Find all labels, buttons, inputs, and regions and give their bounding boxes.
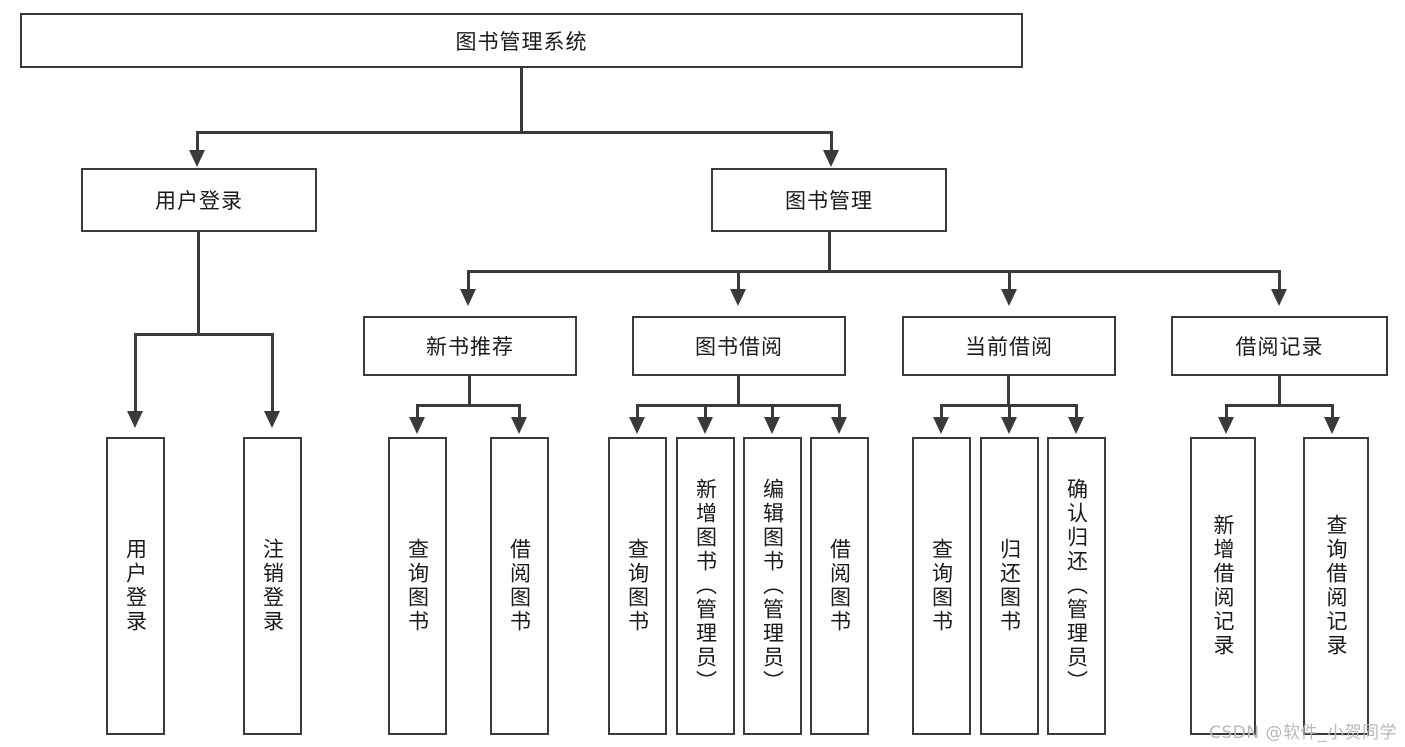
connector-to-new-book xyxy=(467,270,470,292)
arrow-new-book-leaf-1 xyxy=(409,417,425,434)
node-label: 图书管理系统 xyxy=(455,29,588,54)
node-label: 用户登录 xyxy=(123,538,148,634)
arrow-user-login-leaf-1 xyxy=(127,411,143,428)
leaf-book-borrow-4[interactable]: 借阅图书 xyxy=(810,437,869,735)
connector-user-login-drop-1 xyxy=(134,333,137,413)
connector-current-borrow-drop-2 xyxy=(1008,404,1011,419)
connector-book-borrow-drop-4 xyxy=(838,404,841,419)
connector-to-current-borrow xyxy=(1008,270,1011,292)
connector-user-login-stem xyxy=(197,232,200,335)
csdn-watermark: CSDN @软件_小贺同学 xyxy=(1209,723,1397,743)
connector-borrow-record-stem xyxy=(1278,376,1281,406)
leaf-book-borrow-3[interactable]: 编辑图书（管理员） xyxy=(743,437,802,735)
node-label: 查询图书 xyxy=(929,538,954,634)
connector-to-book-borrow xyxy=(737,270,740,292)
node-label: 图书借阅 xyxy=(695,335,783,359)
node-label: 查询图书 xyxy=(405,538,430,634)
connector-book-manage-stem xyxy=(828,232,831,272)
node-label: 新增借阅记录 xyxy=(1211,514,1236,658)
node-current-borrow[interactable]: 当前借阅 xyxy=(902,316,1116,376)
connector-current-borrow-stem xyxy=(1007,376,1010,406)
arrow-to-current-borrow xyxy=(1001,289,1017,306)
leaf-user-login-2[interactable]: 注销登录 xyxy=(243,437,302,735)
arrow-current-borrow-leaf-1 xyxy=(933,417,949,434)
node-label: 新书推荐 xyxy=(426,335,514,359)
arrow-to-borrow-record xyxy=(1271,289,1287,306)
connector-borrow-record-drop-1 xyxy=(1225,404,1228,419)
connector-current-borrow-drop-1 xyxy=(940,404,943,419)
node-label: 用户登录 xyxy=(155,189,243,213)
connector-new-book-drop-2 xyxy=(518,404,521,419)
arrow-borrow-record-leaf-2 xyxy=(1324,417,1340,434)
leaf-borrow-record-2[interactable]: 查询借阅记录 xyxy=(1303,437,1369,735)
connector-new-book-bus xyxy=(416,404,521,407)
arrow-to-user-login xyxy=(189,150,205,167)
leaf-book-borrow-2[interactable]: 新增图书（管理员） xyxy=(676,437,735,735)
connector-book-borrow-drop-1 xyxy=(636,404,639,419)
connector-root-stem xyxy=(520,68,523,133)
node-label: 确认归还（管理员） xyxy=(1064,478,1089,694)
node-label: 借阅记录 xyxy=(1235,335,1324,359)
connector-to-borrow-record xyxy=(1278,270,1281,292)
connector-to-user-login xyxy=(196,131,199,153)
leaf-current-borrow-3[interactable]: 确认归还（管理员） xyxy=(1047,437,1106,735)
node-user-login[interactable]: 用户登录 xyxy=(81,168,317,232)
arrow-book-borrow-leaf-1 xyxy=(629,417,645,434)
connector-book-borrow-stem xyxy=(737,376,740,406)
arrow-book-borrow-leaf-2 xyxy=(697,417,713,434)
arrow-new-book-leaf-2 xyxy=(511,417,527,434)
connector-current-borrow-drop-3 xyxy=(1075,404,1078,419)
arrow-book-borrow-leaf-3 xyxy=(764,417,780,434)
node-root-system[interactable]: 图书管理系统 xyxy=(20,13,1023,68)
connector-level2-bus xyxy=(196,131,833,134)
arrow-to-book-borrow xyxy=(730,289,746,306)
node-label: 借阅图书 xyxy=(507,538,532,634)
node-book-borrow[interactable]: 图书借阅 xyxy=(632,316,846,376)
node-label: 编辑图书（管理员） xyxy=(760,478,785,694)
leaf-user-login-1[interactable]: 用户登录 xyxy=(106,437,165,735)
node-borrow-record[interactable]: 借阅记录 xyxy=(1171,316,1388,376)
node-label: 查询借阅记录 xyxy=(1324,514,1349,658)
node-label: 归还图书 xyxy=(997,538,1022,634)
leaf-new-book-2[interactable]: 借阅图书 xyxy=(490,437,549,735)
connector-new-book-drop-1 xyxy=(416,404,419,419)
node-label: 注销登录 xyxy=(260,538,285,634)
arrow-current-borrow-leaf-2 xyxy=(1001,417,1017,434)
node-new-book-recommend[interactable]: 新书推荐 xyxy=(363,316,577,376)
arrow-borrow-record-leaf-1 xyxy=(1218,417,1234,434)
connector-book-borrow-bus xyxy=(636,404,841,407)
leaf-new-book-1[interactable]: 查询图书 xyxy=(388,437,447,735)
connector-to-book-manage xyxy=(830,131,833,153)
arrow-book-borrow-leaf-4 xyxy=(831,417,847,434)
node-label: 当前借阅 xyxy=(965,335,1053,359)
connector-level3-bus xyxy=(467,270,1281,273)
connector-user-login-bus xyxy=(134,333,274,336)
node-label: 新增图书（管理员） xyxy=(693,478,718,694)
connector-book-borrow-drop-2 xyxy=(704,404,707,419)
leaf-book-borrow-1[interactable]: 查询图书 xyxy=(608,437,667,735)
leaf-borrow-record-1[interactable]: 新增借阅记录 xyxy=(1190,437,1256,735)
node-label: 查询图书 xyxy=(625,538,650,634)
arrow-to-new-book xyxy=(460,289,476,306)
leaf-current-borrow-1[interactable]: 查询图书 xyxy=(912,437,971,735)
connector-borrow-record-bus xyxy=(1225,404,1334,407)
arrow-to-book-manage xyxy=(823,150,839,167)
arrow-current-borrow-leaf-3 xyxy=(1068,417,1084,434)
arrow-user-login-leaf-2 xyxy=(264,411,280,428)
leaf-current-borrow-2[interactable]: 归还图书 xyxy=(980,437,1039,735)
connector-new-book-stem xyxy=(468,376,471,406)
node-book-management[interactable]: 图书管理 xyxy=(711,168,947,232)
connector-user-login-drop-2 xyxy=(271,333,274,413)
connector-book-borrow-drop-3 xyxy=(771,404,774,419)
connector-borrow-record-drop-2 xyxy=(1331,404,1334,419)
node-label: 图书管理 xyxy=(785,189,873,213)
node-label: 借阅图书 xyxy=(827,538,852,634)
